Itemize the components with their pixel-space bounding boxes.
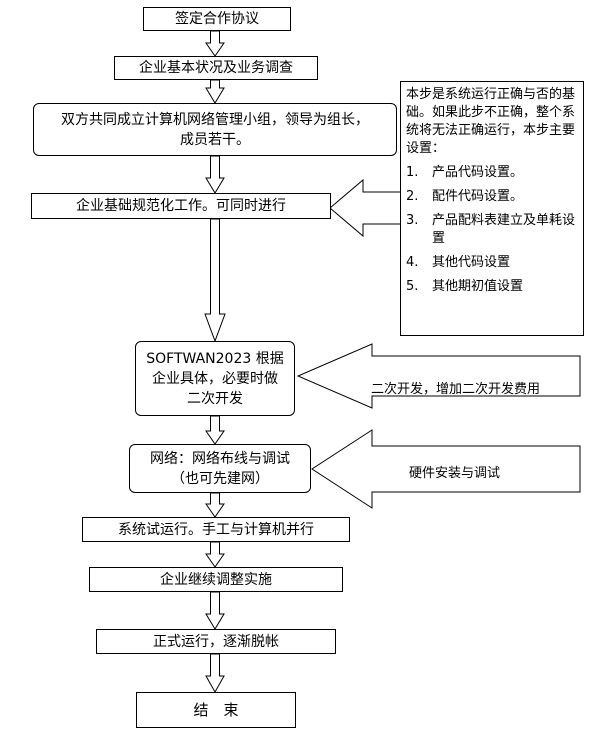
settings-note-item: 4. 其他代码设置	[406, 254, 578, 272]
step-network-cabling-line2: （也可先建网）	[171, 470, 269, 487]
step-management-team: 双方共同成立计算机网络管理小组，领导为组长， 成员若干。	[33, 103, 397, 156]
step-end: 结 束	[136, 692, 296, 728]
step-sign-agreement-label: 签定合作协议	[175, 11, 259, 27]
down-arrow	[205, 653, 225, 694]
settings-note-list: 1. 产品代码设置。 2. 配件代码设置。 3. 产品配料表建立及单耗设置 4. 其他代…	[406, 164, 578, 296]
step-trial-run-label: 系统试运行。手工与计算机并行	[118, 521, 314, 538]
step-secondary-development-line1: SOFTWAN2023 根据	[146, 350, 284, 367]
step-trial-run: 系统试运行。手工与计算机并行	[82, 517, 350, 542]
step-end-label: 结 束	[193, 701, 239, 719]
step-secondary-development-line2: 企业具体，必要时做	[152, 370, 278, 387]
step-business-survey: 企业基本状况及业务调查	[114, 56, 318, 80]
down-arrow	[204, 218, 226, 343]
step-business-survey-label: 企业基本状况及业务调查	[139, 60, 293, 76]
settings-note-item-number: 3.	[406, 213, 419, 228]
settings-note-item-number: 2.	[406, 189, 419, 204]
down-arrow	[205, 541, 225, 568]
hardware-installation-label: 硬件安装与调试	[409, 466, 501, 481]
secondary-development-fee-label: 二次开发，增加二次开发费用	[371, 382, 541, 397]
down-arrow	[205, 591, 225, 630]
left-block-arrow-hardware	[311, 429, 581, 509]
step-formal-operation-label: 正式运行，逐渐脱帐	[153, 633, 279, 650]
settings-note-item-number: 4.	[406, 255, 419, 270]
settings-note-item-text: 其他期初值设置	[432, 279, 524, 294]
settings-note-item-number: 1.	[406, 165, 419, 180]
step-management-team-line1: 双方共同成立计算机网络管理小组，领导为组长，	[61, 111, 369, 128]
left-block-arrow-note	[329, 178, 402, 238]
settings-note-item: 3. 产品配料表建立及单耗设置	[406, 212, 578, 248]
settings-note-item: 5. 其他期初值设置	[406, 278, 578, 296]
settings-note-box: 本步是系统运行正确与否的基础。如果此步不正确，整个系统将无法正确运行，本步主要设…	[400, 81, 584, 336]
step-secondary-development-line3: 二次开发	[187, 390, 243, 407]
step-sign-agreement: 签定合作协议	[143, 7, 291, 31]
settings-note-item-number: 5.	[406, 279, 419, 294]
step-formal-operation: 正式运行，逐渐脱帐	[96, 629, 336, 654]
settings-note-item-text: 产品代码设置。	[432, 165, 524, 180]
down-arrow	[205, 155, 225, 194]
down-arrow	[205, 30, 225, 57]
settings-note-intro: 本步是系统运行正确与否的基础。如果此步不正确，整个系统将无法正确运行，本步主要设…	[406, 87, 576, 156]
step-standardization: 企业基础规范化工作。可同时进行	[31, 193, 331, 219]
settings-note-item-text: 其他代码设置	[432, 255, 511, 270]
step-continued-adjustment-label: 企业继续调整实施	[160, 571, 272, 588]
down-arrow	[205, 79, 225, 104]
settings-note-item-text: 配件代码设置。	[432, 189, 524, 204]
left-block-arrow-dev	[296, 343, 581, 409]
step-management-team-line2: 成员若干。	[180, 131, 250, 148]
settings-note-item-text: 产品配料表建立及单耗设置	[432, 213, 576, 246]
settings-note-item: 1. 产品代码设置。	[406, 164, 578, 182]
down-arrow	[205, 415, 225, 445]
step-network-cabling: 网络：网络布线与调试 （也可先建网）	[129, 444, 311, 493]
down-arrow	[205, 492, 225, 518]
step-standardization-label: 企业基础规范化工作。可同时进行	[76, 198, 286, 214]
step-network-cabling-line1: 网络：网络布线与调试	[150, 450, 290, 467]
settings-note-item: 2. 配件代码设置。	[406, 188, 578, 206]
step-continued-adjustment: 企业继续调整实施	[89, 567, 343, 592]
step-secondary-development: SOFTWAN2023 根据 企业具体，必要时做 二次开发	[135, 341, 295, 416]
